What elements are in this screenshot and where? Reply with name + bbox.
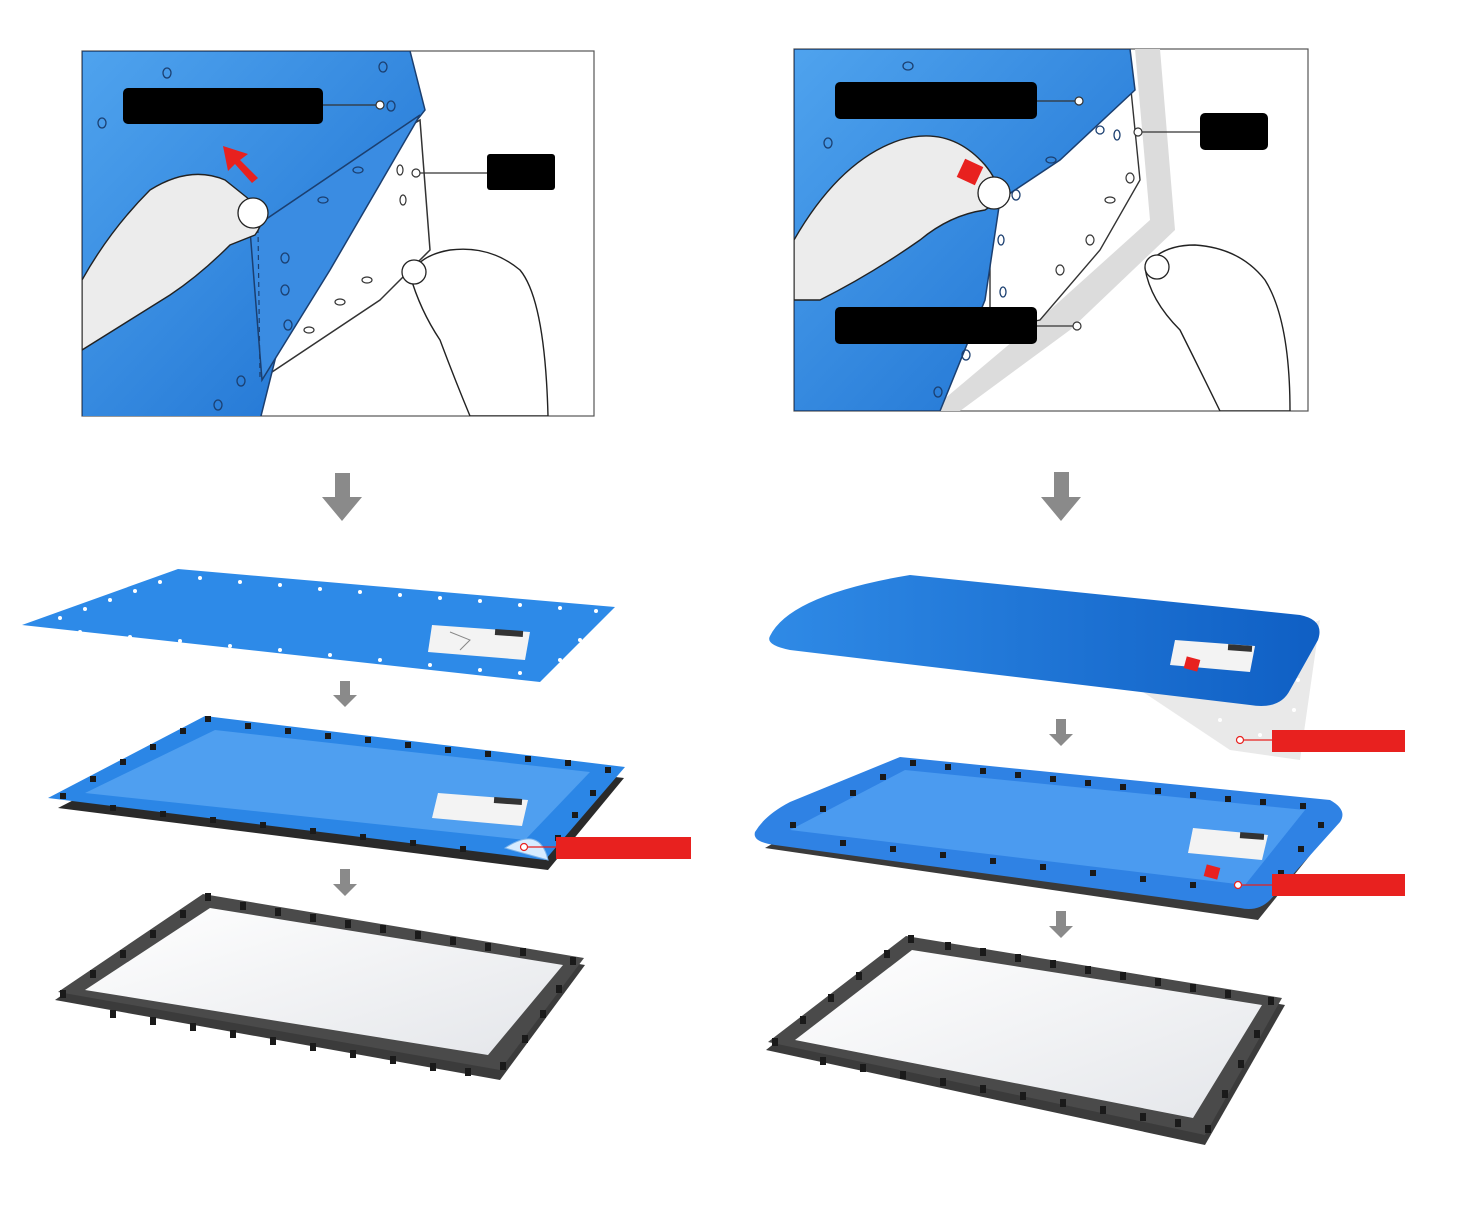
down-arrow-icon	[1049, 911, 1073, 938]
frame-clips	[790, 760, 1324, 888]
left-detail-panel	[81, 50, 595, 417]
callout-box-top	[835, 82, 1037, 119]
instruction-label-icon	[428, 625, 530, 660]
backing-strip	[930, 49, 1175, 411]
film-perforations	[58, 576, 598, 675]
instruction-label-icon	[1188, 828, 1268, 860]
right-detail-panel	[793, 48, 1309, 412]
down-arrow-icon	[333, 869, 357, 896]
peeled-film-flap	[249, 114, 421, 383]
frame-clips	[60, 716, 611, 852]
down-arrow-icon	[1041, 472, 1081, 521]
callout-box-red	[1272, 874, 1405, 896]
callout-box-right	[1200, 113, 1268, 150]
screen-frame	[55, 893, 585, 1080]
screen-frame	[766, 935, 1285, 1145]
callout-box-large	[123, 88, 323, 124]
right-exploded-stack	[754, 575, 1405, 1145]
pull-direction-arrow-icon	[223, 146, 258, 183]
down-arrow-icon	[1049, 719, 1073, 746]
down-arrow-icon	[333, 681, 357, 707]
callout-box-small	[487, 154, 555, 190]
callout-box-bottom	[835, 307, 1037, 344]
down-arrow-icon	[322, 473, 362, 521]
left-exploded-stack	[22, 569, 691, 1080]
hand-icon	[1144, 244, 1291, 411]
hand-icon	[409, 248, 549, 416]
pull-tab-icon	[956, 158, 984, 186]
blue-film-sheet	[769, 575, 1320, 706]
blue-film-sheet	[22, 569, 615, 682]
callout-box-red	[1272, 730, 1405, 752]
callout-box-red	[556, 837, 691, 859]
instruction-label-icon	[432, 793, 528, 826]
